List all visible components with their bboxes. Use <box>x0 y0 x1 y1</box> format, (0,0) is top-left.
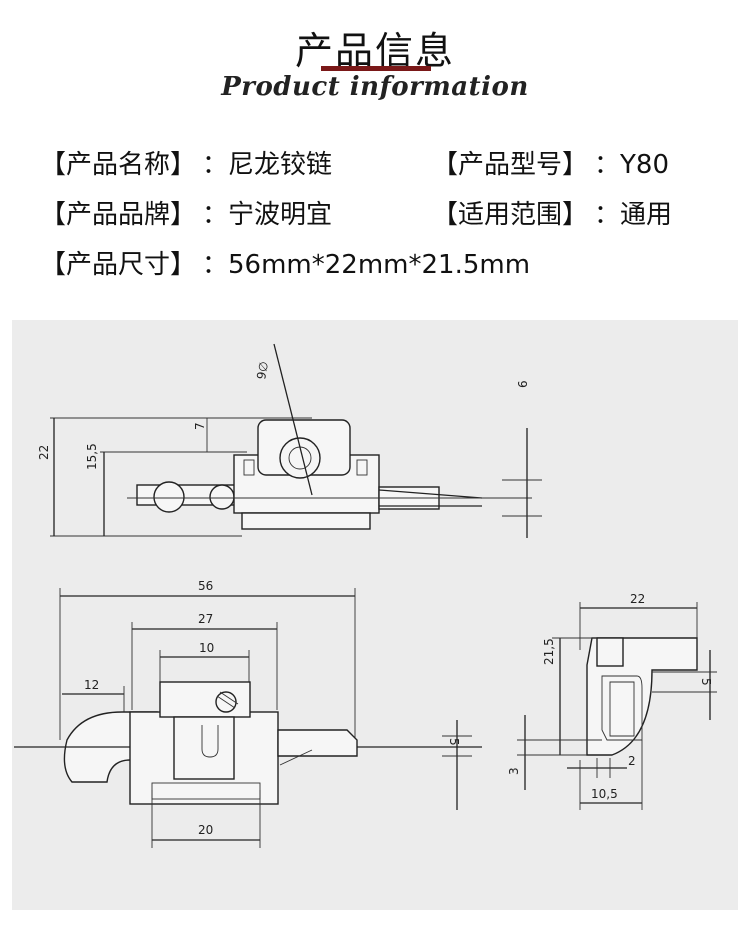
spec-label: 【产品品牌】 <box>40 200 197 230</box>
dim-2: 2 <box>628 754 636 768</box>
title-underline <box>321 66 431 71</box>
spec-value: ：宁波明宜 <box>202 200 333 230</box>
drawing-svg: 22 15,5 7 9∅ <box>14 343 717 848</box>
spec-model: 【产品型号】：Y80 <box>432 145 669 185</box>
spec-scope: 【适用范围】：通用 <box>432 195 672 235</box>
dim-10: 10 <box>199 641 214 655</box>
dim-15-5: 15,5 <box>85 443 99 470</box>
technical-drawing: 22 15,5 7 9∅ <box>12 320 738 910</box>
spec-value: ：通用 <box>594 200 673 230</box>
header: 产品信息 Product information <box>0 0 750 120</box>
spec-label: 【产品尺寸】 <box>40 250 197 280</box>
spec-value: ：56mm*22mm*21.5mm <box>202 250 531 280</box>
dim-12: 12 <box>84 678 99 692</box>
dim-22-height: 22 <box>37 445 51 460</box>
spec-value: ：Y80 <box>594 150 669 180</box>
dim-6: 6 <box>516 380 530 388</box>
spec-brand: 【产品品牌】：宁波明宜 <box>40 195 332 235</box>
dim-9-diameter: 9∅ <box>254 360 271 380</box>
spec-value: ：尼龙铰链 <box>202 150 333 180</box>
spec-size: 【产品尺寸】：56mm*22mm*21.5mm <box>40 245 530 285</box>
page-subtitle: Product information <box>221 72 529 102</box>
dim-20: 20 <box>198 823 213 837</box>
spec-label: 【产品名称】 <box>40 150 197 180</box>
dim-5-front: 5 <box>447 738 461 746</box>
top-view: 22 15,5 7 9∅ <box>37 343 542 538</box>
side-view: 22 21,5 5 3 2 <box>507 592 717 810</box>
dim-10-5: 10,5 <box>591 787 618 801</box>
dim-7: 7 <box>193 422 207 430</box>
dim-5-side: 5 <box>699 678 713 686</box>
spec-label: 【产品型号】 <box>432 150 589 180</box>
dim-22-side: 22 <box>630 592 645 606</box>
dim-21-5: 21,5 <box>542 638 556 665</box>
dim-56: 56 <box>198 579 213 593</box>
front-view: 56 27 10 12 <box>14 579 482 848</box>
dim-27: 27 <box>198 612 213 626</box>
spec-name: 【产品名称】：尼龙铰链 <box>40 145 332 185</box>
spec-label: 【适用范围】 <box>432 200 589 230</box>
page-title: 产品信息 <box>294 29 455 73</box>
dim-3: 3 <box>507 767 521 775</box>
